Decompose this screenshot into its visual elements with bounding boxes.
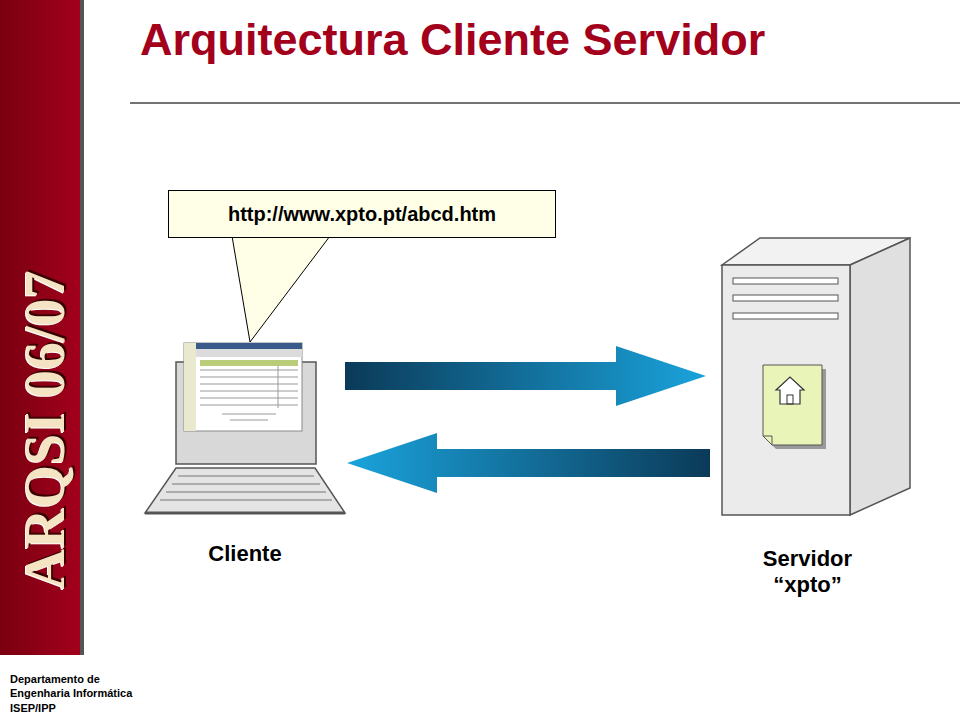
slide-title: Arquitectura Cliente Servidor bbox=[140, 14, 765, 66]
title-rule bbox=[130, 102, 960, 104]
callout-pointer bbox=[232, 236, 330, 342]
laptop-illustration bbox=[145, 343, 345, 513]
server-node: Servidor “xpto” bbox=[710, 238, 905, 598]
flow-arrow bbox=[347, 433, 710, 493]
node-label: Cliente bbox=[208, 541, 281, 567]
flow-arrow bbox=[345, 346, 706, 406]
url-callout: http://www.xpto.pt/abcd.htm bbox=[168, 190, 556, 238]
server-illustration bbox=[722, 238, 910, 515]
side-bar bbox=[0, 0, 82, 655]
course-watermark: ARQSI 06/07 bbox=[8, 250, 82, 610]
node-label: http://www.xpto.pt/abcd.htm bbox=[228, 202, 496, 226]
side-bar-shadow bbox=[80, 0, 84, 655]
department-name: Departamento de Engenharia Informática bbox=[10, 672, 150, 700]
node-label: Servidor “xpto” bbox=[745, 546, 870, 598]
institution-name: ISEP/IPP bbox=[10, 701, 56, 715]
client-node: Cliente bbox=[145, 335, 345, 567]
